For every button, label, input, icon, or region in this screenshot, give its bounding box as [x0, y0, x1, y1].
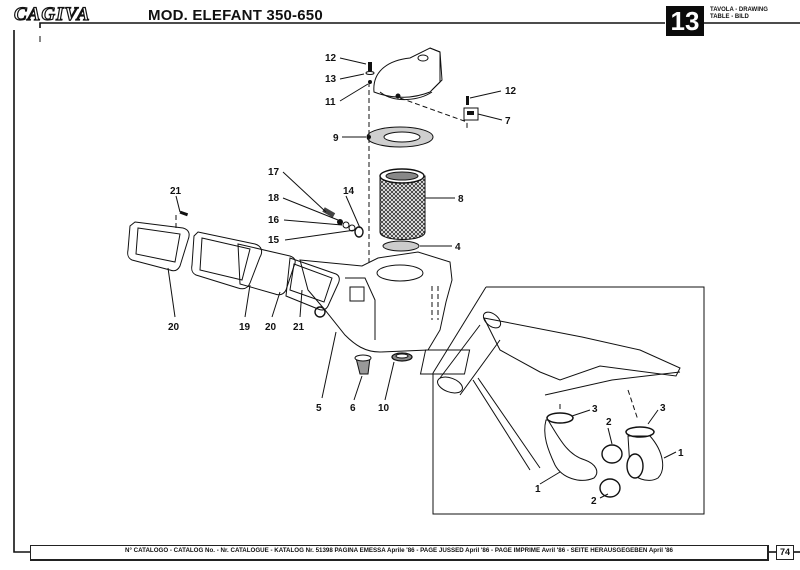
inset-callout-3-left: 3: [592, 404, 598, 415]
callout-15: 15: [268, 235, 280, 246]
callout-5: 5: [316, 403, 322, 414]
callout-21-second: 21: [293, 322, 305, 333]
table-label-line2: TABLE - BILD: [710, 14, 749, 20]
inset-callout-3-right: 3: [660, 403, 666, 414]
callout-21: 21: [170, 186, 182, 197]
inset-callout-2-bottom: 2: [591, 496, 597, 507]
part-8-filter-element: [379, 168, 426, 240]
callout-18: 18: [268, 193, 280, 204]
inset-callout-1-left: 1: [535, 484, 541, 495]
callout-4: 4: [455, 242, 461, 253]
catalog-footer-text: N° CATALOGO - CATALOG No. - Nr. CATALOGU…: [125, 547, 673, 554]
table-number-badge: 13: [666, 6, 704, 36]
part-5-airbox: [299, 251, 453, 353]
part-6-drain: [354, 354, 372, 375]
catalog-footer: N° CATALOGO - CATALOG No. - Nr. CATALOGU…: [30, 545, 769, 561]
page-number: 74: [776, 545, 794, 560]
part-11-filter-cover: [365, 47, 443, 100]
callout-8: 8: [458, 194, 464, 205]
callout-14: 14: [343, 186, 355, 197]
callout-12-bracket: 12: [505, 86, 517, 97]
callout-16: 16: [268, 215, 280, 226]
callout-20: 20: [168, 322, 180, 333]
callout-20-second: 20: [265, 322, 277, 333]
part-20-19-frames: [127, 210, 340, 311]
part-9-gasket: [366, 126, 434, 148]
callout-9: 9: [333, 133, 339, 144]
callout-leaders: [167, 57, 503, 401]
inset-callout-2-top: 2: [606, 417, 612, 428]
part-10-grommet: [391, 352, 413, 362]
callout-11: 11: [325, 97, 336, 108]
inset-detail-intake-hoses: 3 3 2 2 1 1: [419, 286, 705, 515]
part-7-bracket: [399, 96, 479, 128]
model-title: MOD. ELEFANT 350-650: [148, 7, 323, 24]
callout-12: 12: [325, 53, 337, 64]
table-label: TAVOLA - DRAWING TABLE - BILD: [710, 7, 768, 21]
part-14-18-fasteners: [322, 207, 364, 238]
callout-10: 10: [378, 403, 390, 414]
callout-13: 13: [325, 74, 337, 85]
callout-17: 17: [268, 167, 280, 178]
inset-callout-1-right: 1: [678, 448, 684, 459]
callout-6: 6: [350, 403, 356, 414]
table-label-line1: TAVOLA - DRAWING: [710, 7, 768, 13]
callout-19: 19: [239, 322, 251, 333]
brand-logo: CAGIVA: [13, 3, 91, 25]
part-4-prefilter: [382, 240, 420, 252]
callout-7: 7: [505, 116, 511, 127]
callout-labels: 12 13 11 12 7 9 8 4 17 18 16 15 14 21 20…: [168, 53, 517, 414]
page-frame: [13, 22, 800, 553]
